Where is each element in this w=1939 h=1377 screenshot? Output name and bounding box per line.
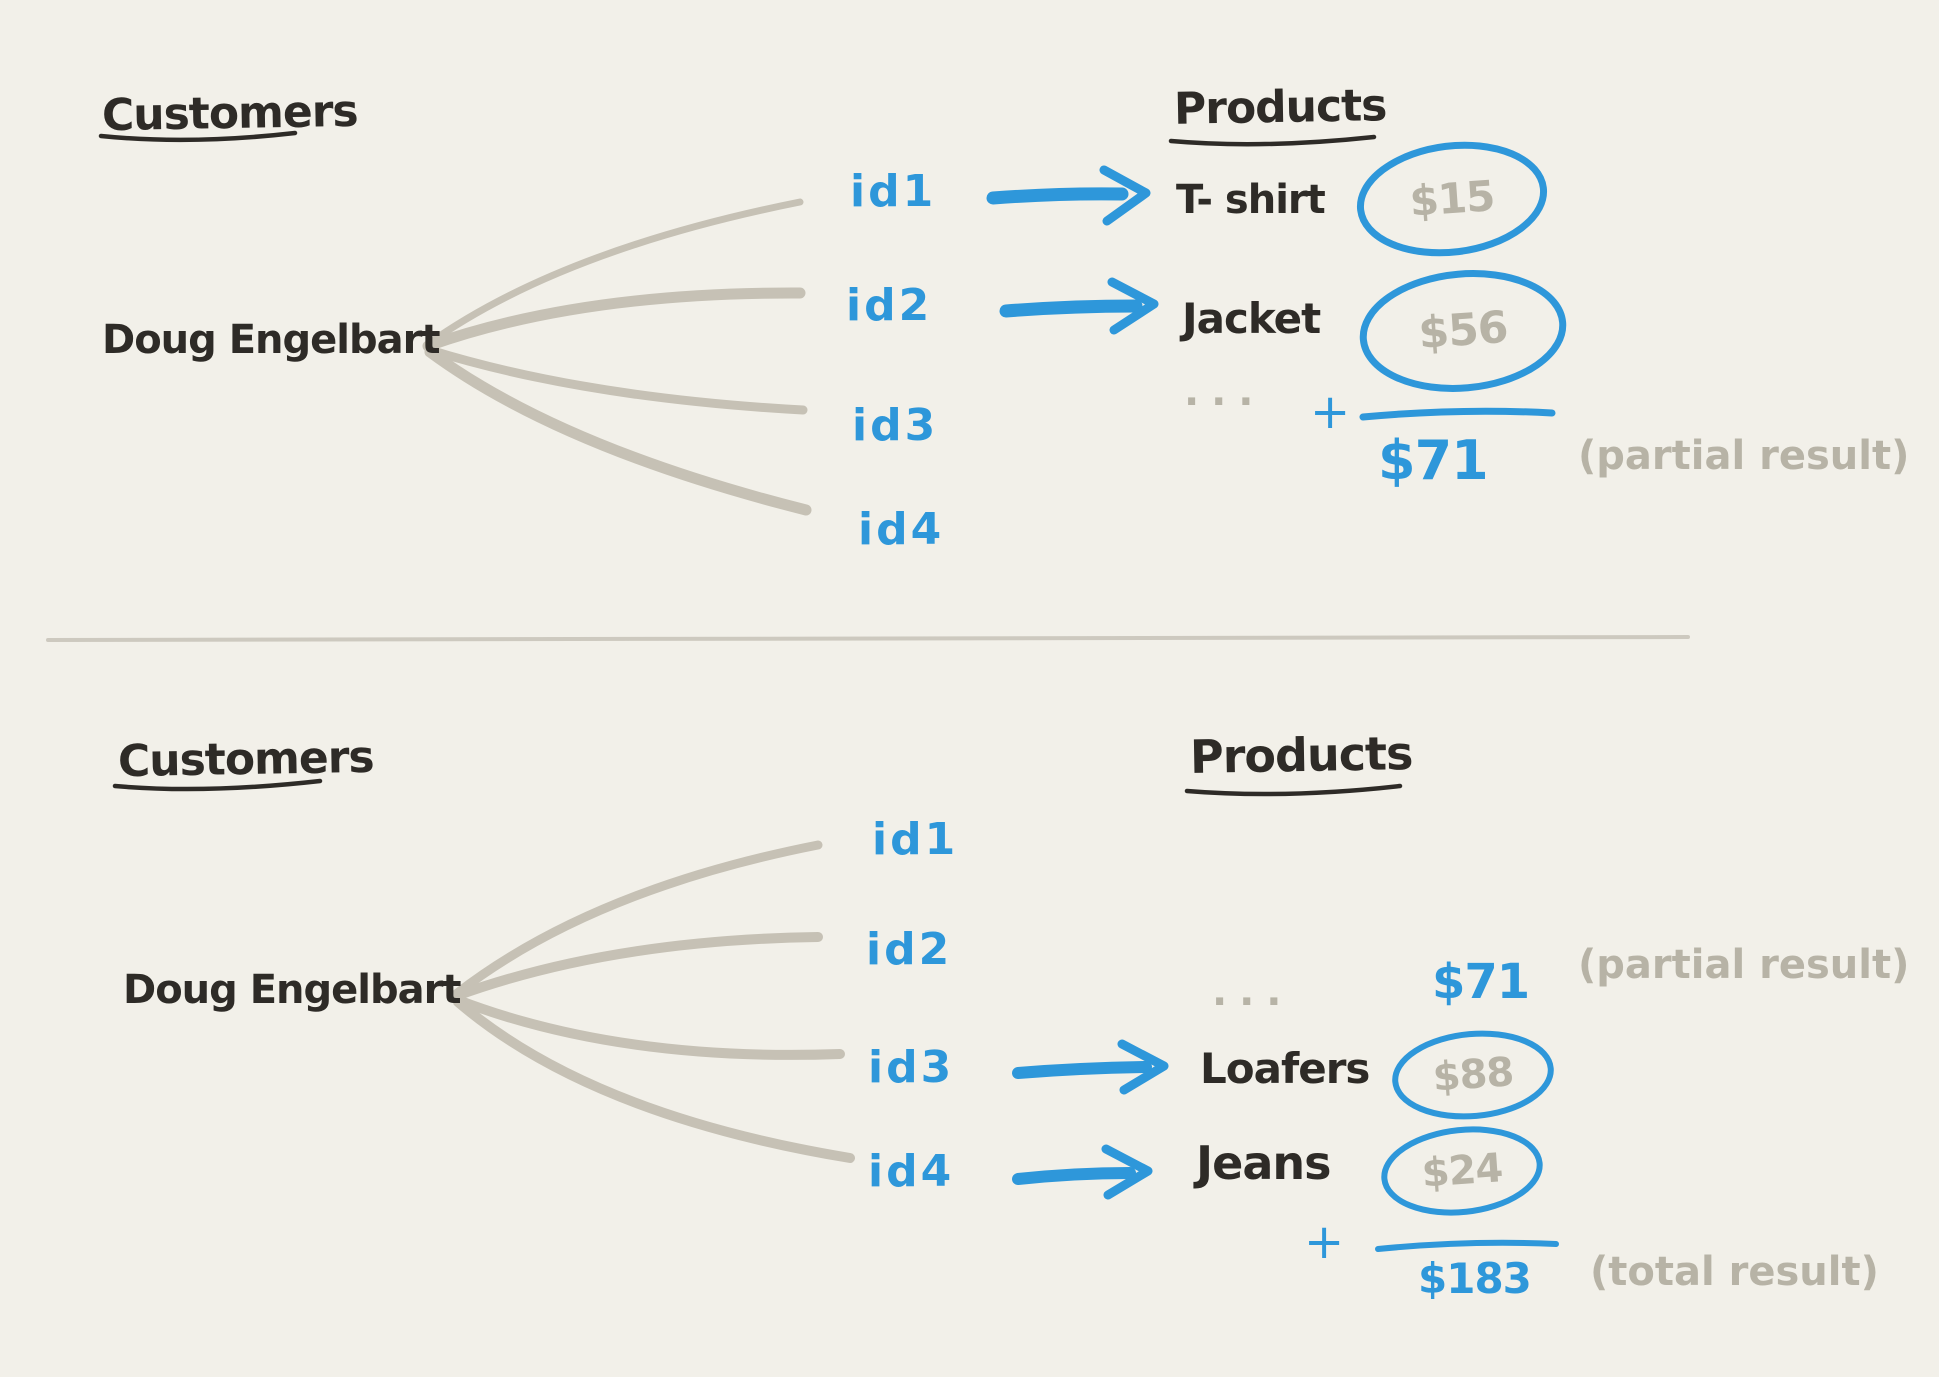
section-divider xyxy=(46,635,1690,642)
branch-line xyxy=(425,345,808,415)
sum-line xyxy=(1375,1239,1559,1252)
customer-id: id3 xyxy=(852,400,939,451)
customers-heading: Customers xyxy=(117,731,375,788)
product-name: Jeans xyxy=(1196,1136,1331,1190)
customers-heading: Customers xyxy=(101,85,359,142)
branch-line xyxy=(451,840,823,999)
price-circle-icon xyxy=(1356,141,1548,257)
underline-top-customers xyxy=(98,130,298,143)
branch-line xyxy=(424,198,804,348)
arrow-icon xyxy=(1012,1039,1169,1095)
arrow-icon xyxy=(986,165,1151,226)
product-price: $88 xyxy=(1431,1049,1515,1101)
customer-id: id1 xyxy=(872,814,959,865)
customer-id: id2 xyxy=(846,280,933,331)
price-circle-icon xyxy=(1359,270,1567,392)
product-name: T- shirt xyxy=(1176,177,1326,223)
ellipsis: · · · xyxy=(1212,979,1281,1025)
underline-bottom-products xyxy=(1184,783,1403,797)
customer-id: id2 xyxy=(866,924,953,975)
sum-line xyxy=(1359,407,1556,421)
total-result-note: (total result) xyxy=(1590,1249,1879,1295)
plus-sign: + xyxy=(1304,1214,1344,1270)
carryover-amount: $71 xyxy=(1432,954,1530,1010)
branch-lines-bottom xyxy=(451,840,855,1163)
branch-line xyxy=(424,346,812,516)
price-circle-icon xyxy=(1392,1030,1554,1120)
product-name: Loafers xyxy=(1200,1044,1370,1093)
product-price: $15 xyxy=(1408,171,1496,226)
heading-underlines xyxy=(98,130,1403,797)
product-name: Jacket xyxy=(1182,294,1321,343)
underline-top-products xyxy=(1168,134,1377,147)
price-circle-icon xyxy=(1381,1126,1543,1216)
products-heading: Products xyxy=(1189,726,1413,784)
customer-id: id4 xyxy=(868,1146,955,1197)
branch-line xyxy=(453,995,845,1060)
mapping-arrows xyxy=(986,165,1169,1200)
sum-lines xyxy=(1359,407,1559,1252)
customer-name: Doug Engelbart xyxy=(102,317,440,363)
product-price: $56 xyxy=(1416,301,1510,360)
total-amount: $183 xyxy=(1418,1254,1532,1303)
branch-line xyxy=(453,997,855,1163)
customer-id: id1 xyxy=(850,166,937,217)
partial-result-note: (partial result) xyxy=(1578,433,1910,479)
customer-name: Doug Engelbart xyxy=(123,967,461,1013)
underline-bottom-customers xyxy=(112,778,323,792)
product-price: $24 xyxy=(1420,1145,1504,1197)
branch-lines-top xyxy=(422,198,812,516)
arrow-icon xyxy=(999,277,1159,335)
products-heading: Products xyxy=(1173,80,1387,135)
branch-line xyxy=(422,287,806,352)
ellipsis: · · · xyxy=(1184,379,1253,425)
price-circles xyxy=(1356,141,1567,1216)
branch-line xyxy=(451,932,823,1001)
subtotal-amount: $71 xyxy=(1378,429,1489,492)
plus-sign: + xyxy=(1310,384,1350,440)
partial-result-note: (partial result) xyxy=(1578,942,1910,988)
customer-id: id3 xyxy=(868,1042,955,1093)
arrow-icon xyxy=(1012,1144,1153,1200)
customer-id: id4 xyxy=(858,504,945,555)
